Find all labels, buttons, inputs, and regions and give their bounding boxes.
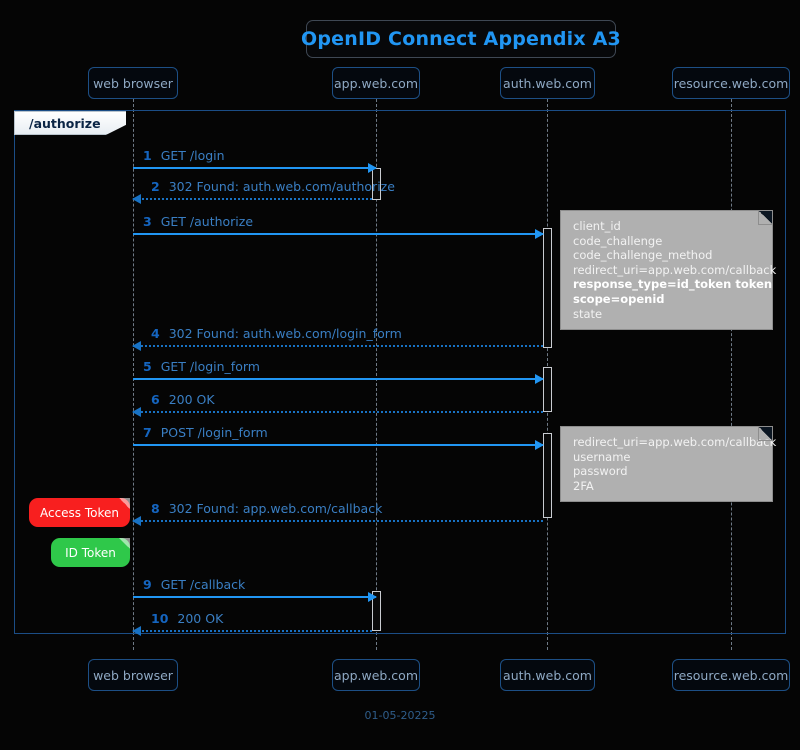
activation-auth-web-com-3 — [543, 433, 552, 518]
message-label: 5 GET /login_form — [143, 359, 260, 374]
arrowhead-right-icon — [368, 592, 377, 602]
message-text: GET /callback — [160, 577, 246, 592]
participant-web-browser-bottom[interactable]: web browser — [88, 659, 178, 691]
activation-auth-web-com-1 — [543, 228, 552, 348]
message-text: 200 OK — [177, 611, 224, 626]
arrowhead-left-icon — [132, 194, 141, 204]
message-text: 200 OK — [168, 392, 215, 407]
note-line: response_type=id_token token — [573, 277, 773, 292]
message-number: 8 — [151, 501, 160, 516]
message-label: 10 200 OK — [151, 611, 223, 626]
message-line — [133, 444, 543, 446]
fragment-frame — [14, 110, 786, 634]
participant-web-browser-top[interactable]: web browser — [88, 67, 178, 99]
note-login-form-params: redirect_uri=app.web.com/callback userna… — [560, 426, 777, 503]
message-line — [133, 167, 376, 169]
arrowhead-right-icon — [535, 440, 544, 450]
note-line: redirect_uri=app.web.com/callback — [573, 262, 777, 277]
message-label: 1 GET /login — [143, 148, 225, 163]
note-line: client_id — [573, 219, 621, 233]
message-text: POST /login_form — [160, 425, 268, 440]
message-line — [133, 411, 543, 413]
message-line — [133, 198, 372, 200]
participant-label: app.web.com — [333, 667, 419, 683]
message-number: 4 — [151, 326, 160, 341]
message-number: 5 — [143, 359, 152, 374]
message-text: 302 Found: app.web.com/callback — [168, 501, 383, 516]
badge-id-token: ID Token — [51, 538, 130, 567]
fragment-label-text: /authorize — [29, 115, 101, 131]
participant-label: web browser — [93, 667, 173, 683]
note-line: redirect_uri=app.web.com/callback — [573, 435, 777, 449]
message-label: 2 302 Found: auth.web.com/authorize — [151, 179, 395, 194]
message-line — [133, 596, 376, 598]
participant-resource-web-com-bottom[interactable]: resource.web.com — [672, 659, 790, 691]
participant-label: auth.web.com — [503, 75, 592, 91]
message-number: 6 — [151, 392, 160, 407]
participant-resource-web-com-top[interactable]: resource.web.com — [672, 67, 790, 99]
fragment-label: /authorize — [14, 111, 126, 135]
participant-app-web-com-top[interactable]: app.web.com — [332, 67, 420, 99]
message-label: 6 200 OK — [151, 392, 215, 407]
message-text: GET /login — [160, 148, 225, 163]
badge-label: Access Token — [39, 505, 120, 520]
badge-access-token: Access Token — [29, 498, 130, 527]
message-number: 1 — [143, 148, 152, 163]
participant-auth-web-com-top[interactable]: auth.web.com — [500, 67, 595, 99]
note-line: password — [573, 464, 628, 479]
arrowhead-left-icon — [132, 516, 141, 526]
arrowhead-left-icon — [132, 407, 141, 417]
note-authorize-request-params: client_id code_challenge code_challenge_… — [560, 210, 777, 331]
participant-label: resource.web.com — [673, 75, 789, 91]
arrowhead-right-icon — [368, 163, 377, 173]
message-label: 3 GET /authorize — [143, 214, 253, 229]
message-label: 8 302 Found: app.web.com/callback — [151, 501, 382, 516]
message-number: 2 — [151, 179, 160, 194]
activation-auth-web-com-2 — [543, 367, 552, 412]
message-number: 9 — [143, 577, 152, 592]
participant-label: app.web.com — [333, 75, 419, 91]
message-number: 3 — [143, 214, 152, 229]
message-text: 302 Found: auth.web.com/authorize — [168, 179, 395, 194]
note-line: username — [573, 449, 631, 464]
message-line — [133, 630, 372, 632]
lifeline-app-web-com — [376, 99, 377, 650]
message-text: GET /login_form — [160, 359, 260, 374]
participant-app-web-com-bottom[interactable]: app.web.com — [332, 659, 420, 691]
lifeline-web-browser — [133, 99, 134, 650]
footer-date: 01-05-20225 — [364, 709, 436, 722]
participant-label: resource.web.com — [673, 667, 789, 683]
note-line: scope=openid — [573, 291, 665, 306]
message-text: 302 Found: auth.web.com/login_form — [168, 326, 402, 341]
participant-label: web browser — [93, 75, 173, 91]
note-line: 2FA — [573, 478, 594, 493]
note-line: code_challenge_method — [573, 248, 713, 263]
message-line — [133, 345, 543, 347]
diagram-title-text: OpenID Connect Appendix A3 — [301, 28, 621, 50]
message-line — [133, 233, 543, 235]
message-label: 7 POST /login_form — [143, 425, 268, 440]
message-line — [133, 520, 543, 522]
message-label: 9 GET /callback — [143, 577, 245, 592]
badge-label: ID Token — [65, 545, 116, 560]
arrowhead-right-icon — [535, 374, 544, 384]
note-line: code_challenge — [573, 233, 663, 248]
lifeline-resource-web-com — [731, 99, 732, 650]
participant-auth-web-com-bottom[interactable]: auth.web.com — [500, 659, 595, 691]
message-label: 4 302 Found: auth.web.com/login_form — [151, 326, 402, 341]
diagram-title: OpenID Connect Appendix A3 — [301, 20, 621, 58]
message-line — [133, 378, 543, 380]
participant-label: auth.web.com — [503, 667, 592, 683]
activation-app-web-com-2 — [372, 591, 381, 631]
arrowhead-right-icon — [535, 229, 544, 239]
arrowhead-left-icon — [132, 626, 141, 636]
message-number: 10 — [151, 611, 169, 626]
arrowhead-left-icon — [132, 341, 141, 351]
note-line: state — [573, 306, 603, 321]
message-number: 7 — [143, 425, 152, 440]
message-text: GET /authorize — [160, 214, 254, 229]
